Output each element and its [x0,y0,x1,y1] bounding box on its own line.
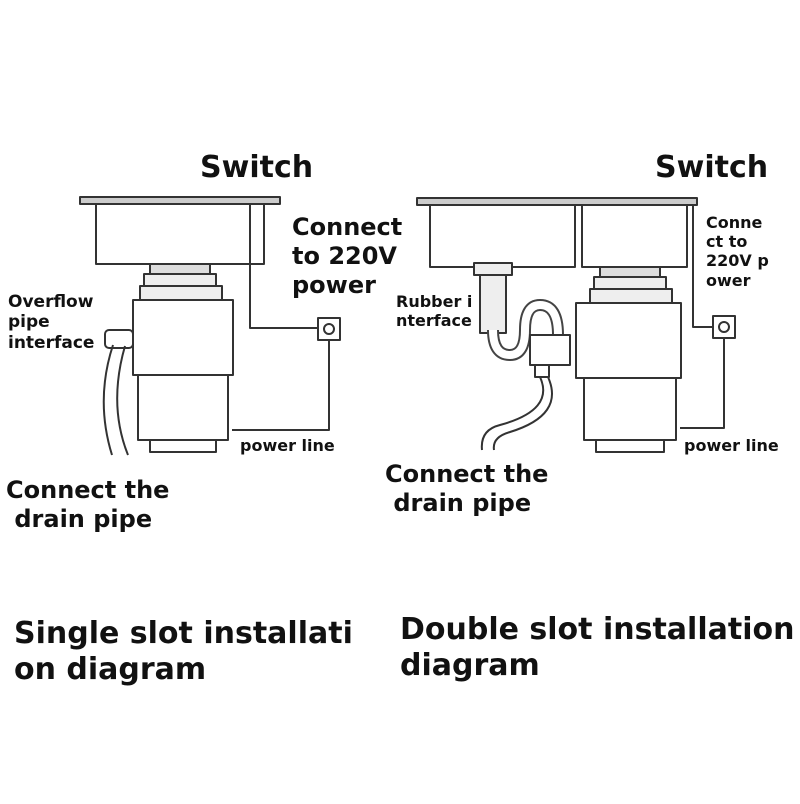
double-mount-ring [593,276,667,290]
double-drain-hose [480,376,553,451]
single-mount-flange [149,263,211,275]
double-disposer-upper [575,302,682,379]
single-disposer-base [149,439,217,453]
double-switch-knob [718,321,730,333]
double-tee-outlet [534,364,550,378]
single-sink-rim [79,196,281,205]
double-power-line-label: power line [684,436,779,455]
double-mount-flange [599,266,661,278]
double-rubber-fitting [473,262,513,276]
single-switch-label: Switch [200,150,314,185]
double-drain-label: Connect the drain pipe [385,460,549,517]
single-power-label: Connect to 220V power [292,213,403,299]
double-sink-rim [416,197,698,206]
single-drain-label: Connect the drain pipe [6,476,170,533]
double-disposer-lower [583,377,677,441]
single-power-line [232,340,330,431]
single-slot-drawing [79,196,341,456]
single-mount-ring [143,273,217,287]
double-sink-basin-left [429,204,576,268]
double-sink-basin-right [581,204,688,268]
double-caption: Double slot installation diagram [400,612,795,683]
double-switch-label: Switch [655,150,769,185]
single-sink-basin [95,203,265,265]
double-power-line [680,338,725,429]
single-disposer-upper [132,299,234,376]
single-switch-knob [323,323,335,335]
single-switch-cable [249,204,318,329]
double-power-label: Conne ct to 220V p ower [706,213,769,290]
single-overflow-pipe [104,329,134,349]
single-power-line-label: power line [240,436,335,455]
single-overflow-label: Overflow pipe interface [8,292,95,353]
double-rubber-label: Rubber i nterface [396,292,473,331]
single-disposer-lower [137,374,229,441]
double-tee-fitting [529,334,571,366]
single-caption: Single slot installati on diagram [14,616,353,687]
double-mount-collar [589,288,673,304]
double-disposer-base [595,439,665,453]
double-trap-pipe-inner [489,301,562,359]
single-drain-hose [102,344,129,456]
double-switch-cable [692,205,713,328]
double-slot-drawing [416,197,736,453]
double-rubber-interface [479,274,507,334]
single-mount-collar [139,285,223,301]
